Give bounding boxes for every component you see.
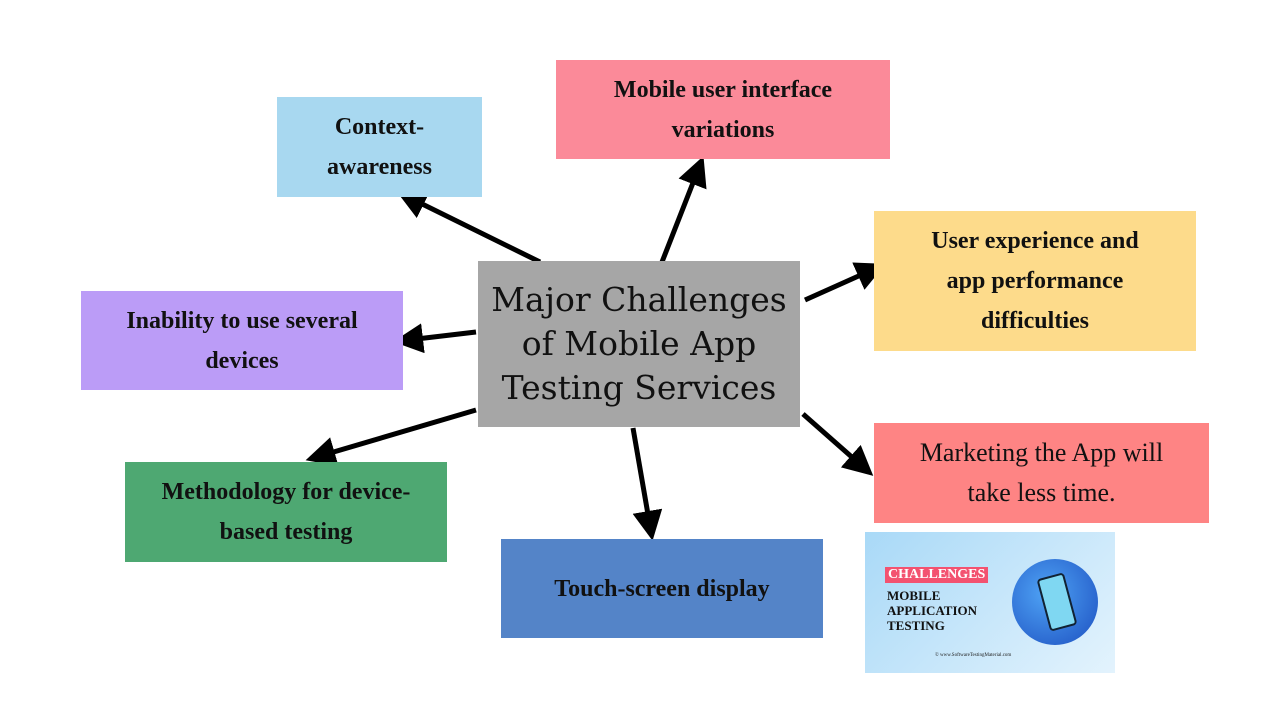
thumbnail-title: MOBILE APPLICATION TESTING	[887, 588, 977, 633]
arrow-to-methodology	[305, 407, 477, 467]
arrow-to-ui	[659, 156, 707, 263]
arrow-to-marketing	[801, 412, 874, 476]
thumbnail-url: © www.SoftwareTestingMaterial.com	[935, 653, 1012, 658]
node-text: Methodology for device-	[161, 479, 411, 505]
arrow-to-ux	[803, 262, 886, 303]
node-text: Marketing the App will	[919, 438, 1164, 467]
node-text: take less time.	[967, 478, 1116, 507]
thumbnail-title-line: TESTING	[887, 618, 945, 633]
node-marketing: Marketing the App will take less time.	[874, 423, 1209, 523]
arrow-to-inability	[393, 323, 477, 354]
node-text: Touch-screen display	[554, 575, 770, 602]
thumbnail-title-line: MOBILE	[887, 588, 941, 603]
node-text: difficulties	[980, 308, 1089, 334]
node-text: Mobile user interface	[613, 76, 833, 103]
node-text: variations	[671, 116, 775, 143]
central-topic-line: Testing Services	[501, 368, 777, 407]
node-text: devices	[205, 347, 279, 374]
node-context-awareness: Context- awareness	[277, 97, 482, 197]
thumbnail-title-line: APPLICATION	[887, 603, 978, 618]
thumbnail-image: CHALLENGES MOBILE APPLICATION TESTING © …	[865, 532, 1115, 673]
arrow-to-touch	[630, 427, 663, 541]
node-ui-variations: Mobile user interface variations	[556, 60, 890, 159]
central-topic-line: of Mobile App	[521, 324, 757, 363]
central-topic-line: Major Challenges	[491, 280, 787, 319]
node-text: based testing	[219, 519, 353, 545]
node-touch-screen: Touch-screen display	[501, 539, 823, 638]
arrow-to-context	[396, 191, 542, 265]
node-text: app performance	[946, 268, 1124, 294]
node-text: awareness	[327, 154, 432, 180]
node-text: Context-	[334, 114, 425, 140]
node-methodology: Methodology for device- based testing	[125, 462, 447, 562]
thumbnail-tag: CHALLENGES	[885, 567, 989, 583]
node-ux-performance: User experience and app performance diff…	[874, 211, 1196, 351]
node-text: Inability to use several	[126, 307, 358, 334]
node-inability-devices: Inability to use several devices	[81, 291, 403, 390]
central-topic: Major Challenges of Mobile App Testing S…	[478, 261, 800, 427]
node-text: User experience and	[931, 228, 1139, 254]
